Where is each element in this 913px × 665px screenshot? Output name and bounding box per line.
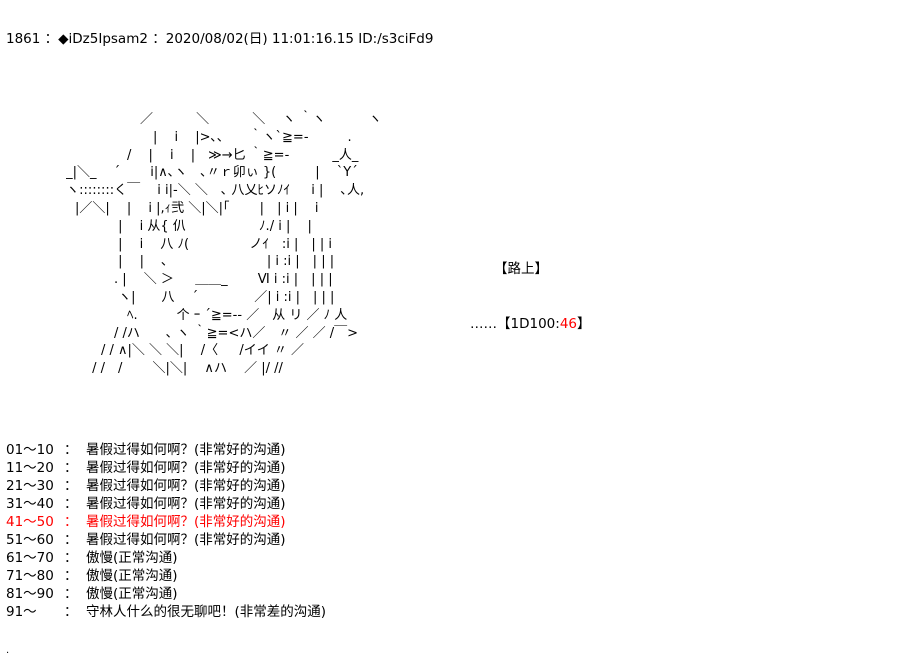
outcome-separator: ： [64,568,78,584]
outcome-range: 61～70 [6,550,54,566]
outcome-text: 暑假过得如何啊？(非常好的沟通) [86,442,286,458]
outcome-range: 21～30 [6,478,54,494]
outcome-range: 51～60 [6,532,54,548]
outcome-range: 01～10 [6,442,54,458]
ascii-art: ／ ＼ ＼ ヽ ｀ヽ ヽ | i |>､､ ｀ヽ`≧=- . / | i | ≫… [66,112,382,377]
outcome-range: 91～ [6,604,37,620]
outcome-range: 11～20 [6,460,54,476]
outcome-row: 51～60 ： 暑假过得如何啊？(非常好的沟通) [6,531,326,549]
outcome-separator: ： [64,514,78,530]
outcome-separator: ： [64,460,78,476]
location-label: 【路上】 [494,261,548,277]
outcome-separator: ： [64,550,78,566]
dice-result: 46 [559,316,577,332]
outcome-separator: ： [64,586,78,602]
outcome-row: 11～20 ： 暑假过得如何啊？(非常好的沟通) [6,459,326,477]
outcome-text: 暑假过得如何啊？(非常好的沟通) [86,460,286,476]
outcome-separator: ： [64,478,78,494]
outcome-range: 81～90 [6,586,54,602]
outcome-separator: ： [64,442,78,458]
outcome-range: 31～40 [6,496,54,512]
outcome-row: 91～ ： 守林人什么的很无聊吧！(非常差的沟通) [6,603,326,621]
outcome-text: 傲慢(正常沟通) [86,550,178,566]
outcome-text: 傲慢(正常沟通) [86,568,178,584]
outcome-row: 31～40 ： 暑假过得如何啊？(非常好的沟通) [6,495,326,513]
dice-prefix: ……【1D100: [470,316,560,332]
outcome-row: 21～30 ： 暑假过得如何啊？(非常好的沟通) [6,477,326,495]
outcome-row: 61～70 ： 傲慢(正常沟通) [6,549,326,567]
outcome-row: 01～10 ： 暑假过得如何啊？(非常好的沟通) [6,441,326,459]
outcome-separator: ： [64,532,78,548]
footer-mark: . [6,645,10,656]
outcome-separator: ： [64,496,78,512]
outcome-range: 41～50 [6,514,54,530]
outcome-list: 01～10 ： 暑假过得如何啊？(非常好的沟通) 11～20 ： 暑假过得如何啊… [6,441,326,621]
post-header: 1861 ：◆iDz5Ipsam2 ：2020/08/02(日) 11:01:1… [6,31,434,47]
outcome-row-selected: 41～50 ： 暑假过得如何啊？(非常好的沟通) [6,513,326,531]
outcome-text: 暑假过得如何啊？(非常好的沟通) [86,478,286,494]
outcome-range: 71～80 [6,568,54,584]
outcome-text: 暑假过得如何啊？(非常好的沟通) [86,532,286,548]
dice-roll: ……【1D100:46】 [470,316,591,332]
outcome-text: 暑假过得如何啊？(非常好的沟通) [86,496,286,512]
dice-suffix: 】 [577,316,591,332]
outcome-row: 81～90 ： 傲慢(正常沟通) [6,585,326,603]
outcome-text: 傲慢(正常沟通) [86,586,178,602]
outcome-separator: ： [64,604,78,620]
outcome-text: 守林人什么的很无聊吧！(非常差的沟通) [86,604,327,620]
outcome-text: 暑假过得如何啊？(非常好的沟通) [86,514,286,530]
outcome-row: 71～80 ： 傲慢(正常沟通) [6,567,326,585]
